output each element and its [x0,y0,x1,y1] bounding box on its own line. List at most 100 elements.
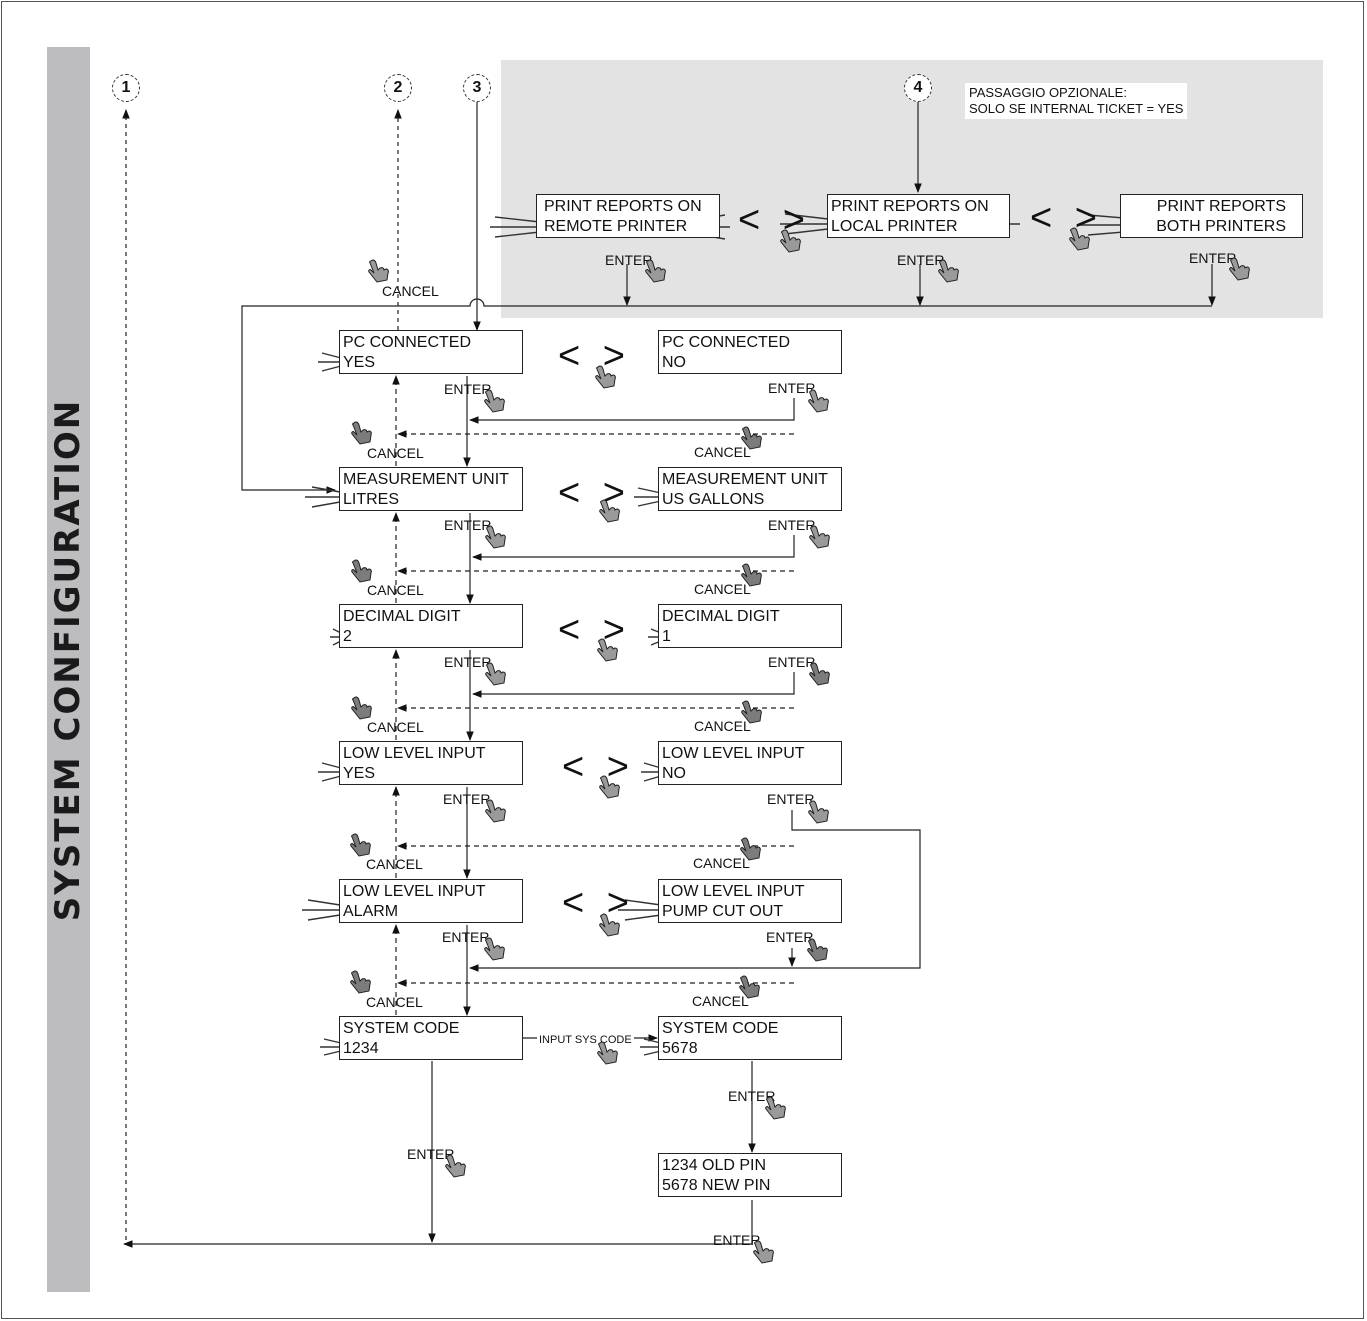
hand-pointer-icon [780,229,801,253]
optional-note-line2: SOLO SE INTERNAL TICKET = YES [969,101,1184,116]
hand-pointer-icon [597,638,618,662]
system-code-old-line2: 1234 [343,1040,379,1057]
hand-pointer-icon [597,1041,618,1065]
pin-change-line2: 5678 NEW PIN [662,1177,771,1194]
hand-pointer-icon [938,259,959,283]
low-level-input-yes-box: LOW LEVEL INPUT YES [339,741,523,785]
print-reports-remote-box: PRINT REPORTS ON REMOTE PRINTER [536,194,720,238]
enter-label-low-yes: ENTER [443,791,491,807]
measurement-unit-litres-line2: LITRES [343,491,400,508]
decimal-digit-1-box: DECIMAL DIGIT 1 [658,604,842,648]
hand-pointer-icon [350,970,371,994]
print-reports-both-box: PRINT REPORTS BOTH PRINTERS [1120,194,1303,238]
hand-pointer-icon [741,426,762,450]
enter-label-pin: ENTER [713,1232,761,1248]
enter-label-digit-2: ENTER [444,654,492,670]
system-code-new-line1: SYSTEM CODE [662,1020,779,1037]
hand-pointer-icon [739,975,760,999]
low-level-pump-cut-out-line2: PUMP CUT OUT [662,903,784,920]
hand-pointer-icon [753,1240,774,1264]
nav-arrows-print-1: < > [738,199,811,241]
hand-pointer-icon [809,525,830,549]
measurement-unit-litres-box: MEASUREMENT UNIT LITRES [339,467,523,511]
connector-2: 2 [384,74,412,102]
enter-label-low-no: ENTER [767,791,815,807]
nav-arrows-decimal-digit: < > [558,609,631,651]
optional-note-line1: PASSAGGIO OPZIONALE: [969,85,1127,100]
pin-change-box: 1234 OLD PIN 5678 NEW PIN [658,1153,842,1197]
print-reports-local-box: PRINT REPORTS ON LOCAL PRINTER [827,194,1010,238]
input-sys-code-label: INPUT SYS CODE [537,1032,634,1048]
hand-pointer-icon [599,499,620,523]
print-reports-both-line2: BOTH PRINTERS [1156,218,1286,235]
low-level-alarm-line2: ALARM [343,903,399,920]
connector-4: 4 [904,74,932,102]
hand-pointer-icon [645,259,666,283]
enter-label-litres: ENTER [444,517,492,533]
enter-label-old-code: ENTER [407,1146,455,1162]
system-code-new-line2: 5678 [662,1040,698,1057]
hand-pointer-icon [807,938,828,962]
hand-pointer-icon [485,799,506,823]
connector-1: 1 [112,74,140,102]
hand-pointer-icon [351,559,372,583]
nav-arrows-print-2: < > [1030,197,1103,239]
cancel-label-pc-no: CANCEL [694,444,751,460]
low-level-pump-cut-out-line1: LOW LEVEL INPUT [662,883,805,900]
enter-label-pc-no: ENTER [768,380,816,396]
print-reports-local-line1: PRINT REPORTS ON [831,198,989,215]
hand-pointer-icon [445,1154,466,1178]
enter-label-remote: ENTER [605,252,653,268]
pin-change-line1: 1234 OLD PIN [662,1157,767,1174]
cancel-label-pump-cut-out: CANCEL [692,993,749,1009]
pc-connected-no-line1: PC CONNECTED [662,334,791,351]
low-level-input-no-box: LOW LEVEL INPUT NO [658,741,842,785]
measurement-unit-gallons-line1: MEASUREMENT UNIT [662,471,828,488]
hand-pointer-icon [599,913,620,937]
print-reports-local-line2: LOCAL PRINTER [831,218,958,235]
nav-arrows-low-level-action: < > [562,882,635,924]
decimal-digit-1-line1: DECIMAL DIGIT [662,608,780,625]
low-level-alarm-box: LOW LEVEL INPUT ALARM [339,879,523,923]
print-reports-both-line1: PRINT REPORTS [1156,198,1286,215]
hand-pointer-icon [1069,227,1090,251]
low-level-input-yes-line1: LOW LEVEL INPUT [343,745,486,762]
hand-pointer-icon [351,421,372,445]
enter-label-pc-yes: ENTER [444,381,492,397]
decimal-digit-2-line1: DECIMAL DIGIT [343,608,461,625]
hand-pointer-icon [485,662,506,686]
hand-pointer-icon [1229,257,1250,281]
measurement-unit-litres-line1: MEASUREMENT UNIT [343,471,509,488]
cancel-label-alarm: CANCEL [366,994,423,1010]
measurement-unit-gallons-line2: US GALLONS [662,491,765,508]
pc-connected-no-box: PC CONNECTED NO [658,330,842,374]
enter-label-alarm: ENTER [442,929,490,945]
cancel-label-optional: CANCEL [382,283,439,299]
hand-pointer-icon [741,563,762,587]
system-code-old-box: SYSTEM CODE 1234 [339,1016,523,1060]
low-level-input-yes-line2: YES [343,765,376,782]
hand-pointer-icon [485,525,506,549]
system-code-new-box: SYSTEM CODE 5678 [658,1016,842,1060]
enter-label-pump-cut-out: ENTER [766,929,814,945]
hand-pointer-icon [809,662,830,686]
measurement-unit-gallons-box: MEASUREMENT UNIT US GALLONS [658,467,842,511]
nav-arrows-low-level-input: < > [562,746,635,788]
hand-pointer-icon [484,937,505,961]
hand-pointer-icon [351,696,372,720]
low-level-alarm-line1: LOW LEVEL INPUT [343,883,486,900]
cancel-label-digit-1: CANCEL [694,718,751,734]
enter-label-local: ENTER [897,252,945,268]
hand-pointer-icon [484,389,505,413]
nav-arrows-measurement-unit: < > [558,472,631,514]
pc-connected-yes-box: PC CONNECTED YES [339,330,523,374]
pc-connected-yes-line1: PC CONNECTED [343,334,472,351]
cancel-label-digit-2: CANCEL [367,719,424,735]
enter-label-new-code: ENTER [728,1088,776,1104]
connector-3: 3 [463,74,491,102]
enter-label-both: ENTER [1189,250,1237,266]
hand-pointer-icon [368,259,389,283]
hand-pointer-icon [599,775,620,799]
decimal-digit-2-line2: 2 [343,628,352,645]
hand-pointer-icon [350,833,371,857]
